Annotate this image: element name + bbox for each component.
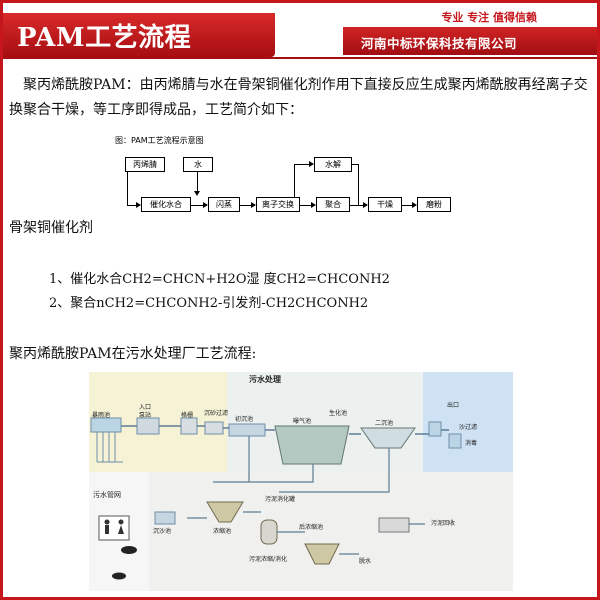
node-grind: 磨粉 — [417, 197, 451, 212]
flow-line — [358, 164, 359, 205]
node-dry: 干燥 — [368, 197, 402, 212]
label-grille: 格栅 — [181, 412, 194, 419]
flow-line — [294, 164, 309, 165]
node-water: 水 — [183, 157, 213, 172]
intro-paragraph: 聚丙烯酰胺PAM：由丙烯腈与水在骨架铜催化剂作用下直接反应生成聚丙烯酰胺再经离子… — [9, 77, 588, 118]
flow-line — [191, 205, 203, 206]
title-banner: PAM工艺流程 — [3, 13, 275, 57]
flow-arrow — [203, 202, 208, 208]
flowchart-caption: 图：PAM工艺流程示意图 — [115, 136, 204, 145]
node-polymerize: 聚合 — [316, 197, 350, 212]
label-disinfect: 消毒 — [465, 440, 478, 447]
node-acrylonitrile: 丙烯腈 — [125, 157, 165, 172]
label-thickener: 浓缩池 — [213, 528, 232, 535]
label-inlet: 入口 — [139, 404, 152, 411]
flow-arrow — [136, 202, 141, 208]
flow-line — [127, 205, 137, 206]
flow-line — [197, 172, 198, 192]
label-pump-station: 泵站 — [139, 412, 152, 419]
node-ion-exchange: 离子交换 — [256, 197, 300, 212]
label-sewer: 污水管网 — [93, 491, 121, 499]
flow-line — [240, 205, 251, 206]
label-biochem: 生化池 — [329, 410, 348, 417]
label-aeration: 曝气池 — [293, 418, 312, 425]
label-post-thickener: 后浓缩池 — [299, 524, 324, 531]
label-sludge-digest-tank: 污泥消化罐 — [265, 496, 296, 503]
catalyst-heading: 骨架铜催化剂 — [9, 220, 93, 236]
wastewater-heading: 聚丙烯酰胺PAM在污水处理厂工艺流程: — [9, 346, 257, 362]
label-primary-settle: 初沉池 — [235, 416, 254, 423]
label-storm-tank: 暴雨池 — [92, 412, 111, 419]
flow-arrow — [412, 202, 417, 208]
label-sand-filter: 沙过滤 — [459, 424, 478, 431]
company-banner: 专业 专注 值得信赖 河南中标环保科技有限公司 — [343, 3, 597, 59]
node-flash: 闪蒸 — [208, 197, 240, 212]
label-grit-tank: 沉沙池 — [153, 528, 172, 535]
label-grit-filter: 沉砂过滤 — [204, 410, 229, 417]
node-catalytic-hydration: 催化水合 — [141, 197, 191, 212]
flow-arrow — [363, 202, 368, 208]
page-title: PAM工艺流程 — [17, 23, 192, 53]
label-dewater: 脱水 — [359, 558, 372, 565]
label-sludge-concentrate: 污泥浓缩/消化 — [249, 556, 288, 563]
reaction-2: 2、聚合nCH2=CHCONH2-引发剂-CH2CHCONH2 — [49, 296, 369, 311]
wastewater-illustration — [89, 372, 513, 591]
flow-arrow — [311, 202, 316, 208]
flow-arrow — [251, 202, 256, 208]
flow-line — [350, 205, 363, 206]
page-header: PAM工艺流程 专业 专注 值得信赖 河南中标环保科技有限公司 — [3, 3, 597, 59]
label-sludge-recycle: 污泥回收 — [431, 520, 456, 527]
node-hydrolysis: 水解 — [314, 157, 352, 172]
flow-arrow — [194, 191, 200, 196]
wastewater-diagram: 污水处理 入口 暴雨池 泵站 格栅 沉砂过滤 初沉池 曝气池 生化池 二沉池 出… — [89, 372, 513, 591]
slogan: 专业 专注 值得信赖 — [441, 11, 537, 24]
flow-line — [402, 205, 412, 206]
reaction-1: 1、催化水合CH2=CHCN+H2O湿 度CH2=CHCONH2 — [49, 272, 390, 287]
flow-line — [300, 205, 311, 206]
company-bar: 河南中标环保科技有限公司 — [343, 27, 597, 55]
flow-arrow — [309, 161, 314, 167]
diagram-title: 污水处理 — [249, 375, 281, 384]
flow-line — [294, 164, 295, 197]
label-outlet: 出口 — [447, 402, 460, 409]
label-secondary-settle: 二沉池 — [375, 420, 394, 427]
flow-line — [352, 164, 358, 165]
flow-line — [127, 172, 128, 205]
company-name: 河南中标环保科技有限公司 — [361, 36, 518, 51]
header-divider — [3, 57, 597, 59]
